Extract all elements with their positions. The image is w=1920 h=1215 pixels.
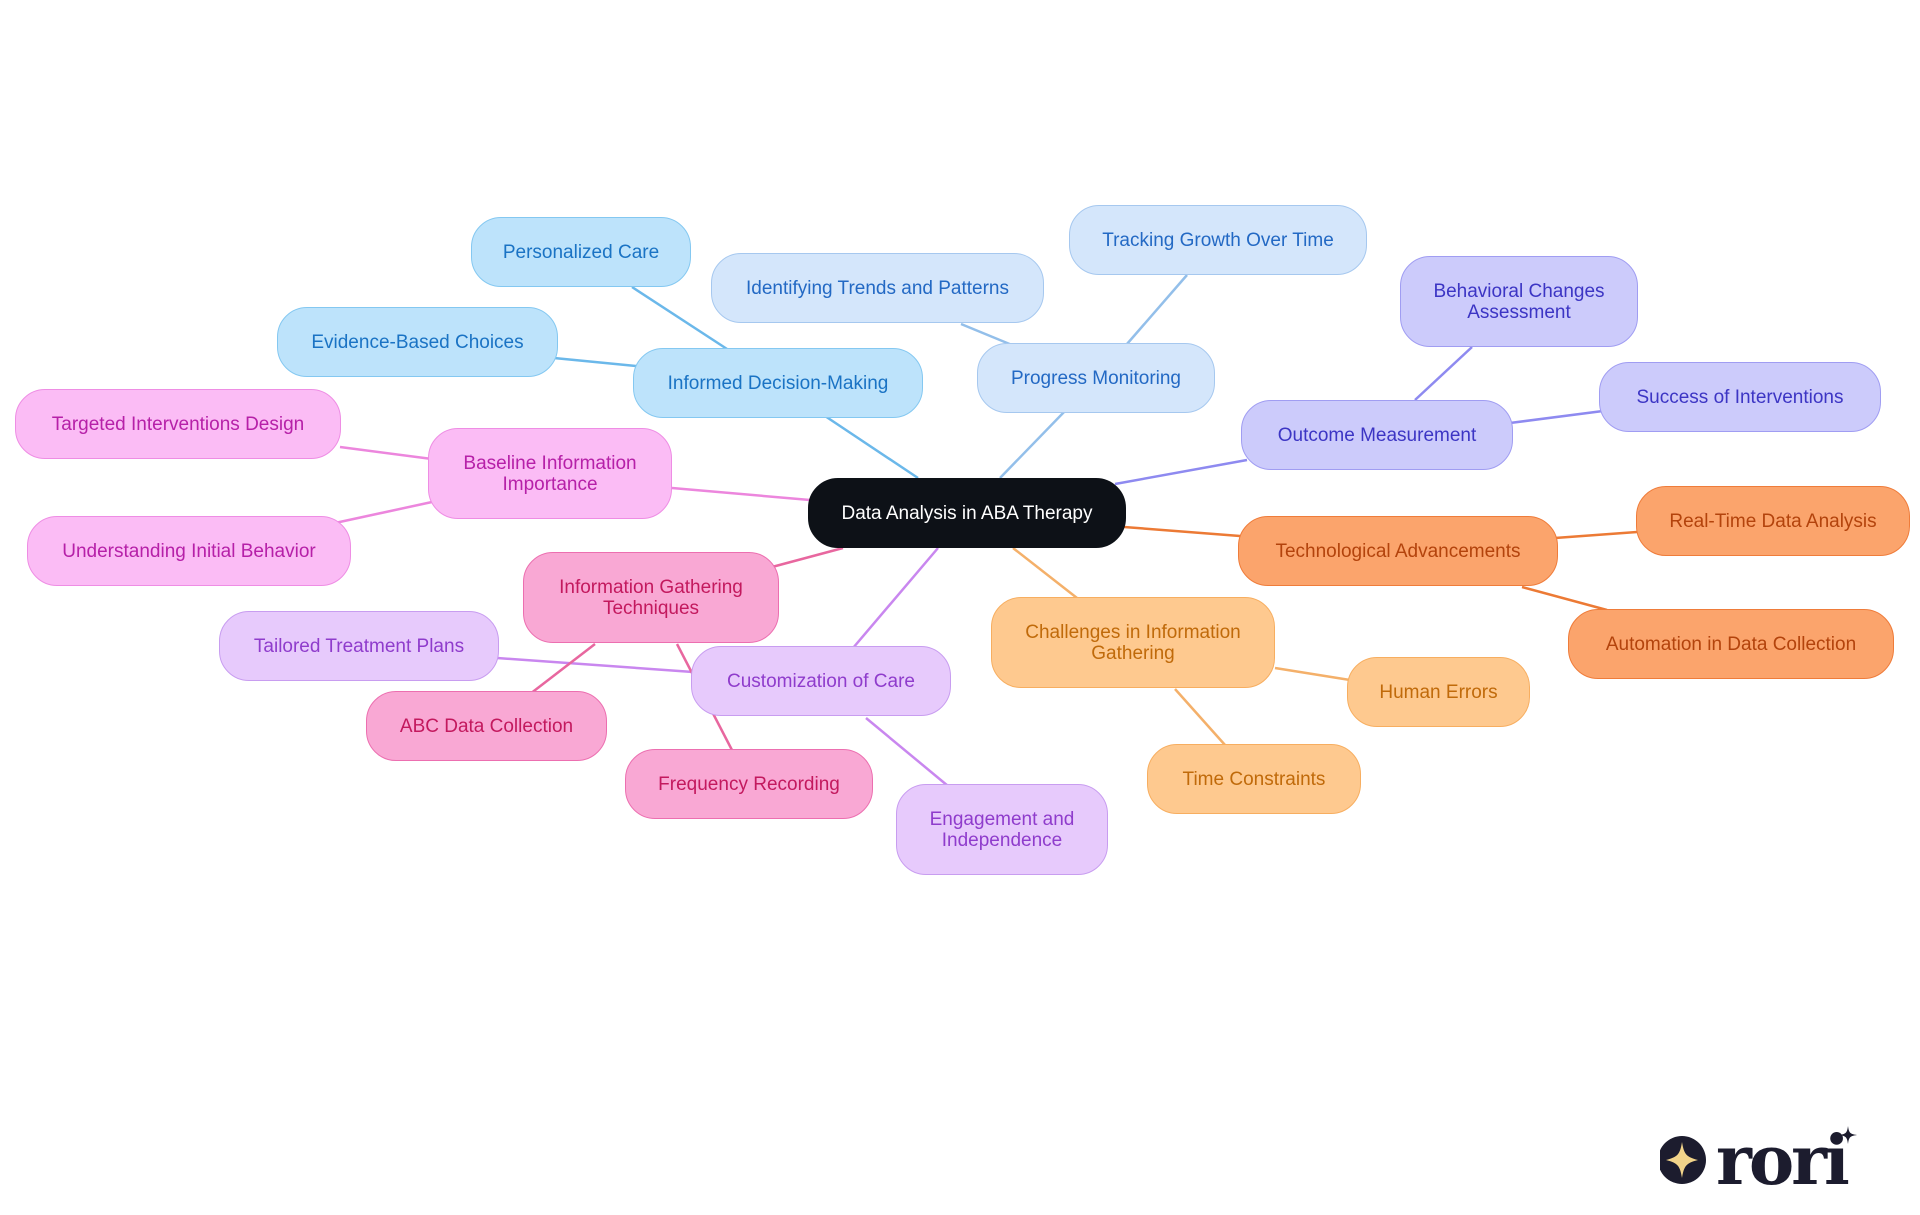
leaf-human-errors: Human Errors — [1347, 657, 1530, 727]
branch-informed-decision-making: Informed Decision-Making — [633, 348, 923, 418]
edge-baseline-targeted — [339, 445, 433, 461]
branch-baseline-information-importance: Baseline Information Importance — [428, 428, 672, 519]
branch-information-gathering-techniques: Information Gathering Techniques — [523, 552, 779, 643]
edge-progress-tracking — [1126, 274, 1188, 345]
edge-root-outcome — [1114, 458, 1248, 486]
edge-outcome-behavioral — [1414, 346, 1473, 401]
rori-logo: rori — [1660, 1124, 1857, 1194]
edge-challenges-human — [1274, 666, 1351, 682]
edge-challenges-time — [1174, 688, 1226, 746]
edge-root-baseline — [671, 486, 811, 502]
edge-root-informed — [824, 414, 919, 480]
logo-star-icon — [1839, 1126, 1857, 1144]
logo-wordmark: rori — [1716, 1124, 1849, 1194]
edge-progress-trends — [960, 322, 1013, 347]
leaf-behavioral-changes: Behavioral Changes Assessment — [1400, 256, 1638, 347]
branch-progress-monitoring: Progress Monitoring — [977, 343, 1215, 413]
leaf-evidence-based-choices: Evidence-Based Choices — [277, 307, 558, 377]
edge-tech-automation — [1521, 585, 1608, 612]
leaf-targeted-interventions-design: Targeted Interventions Design — [15, 389, 341, 459]
edge-techniques-abc — [529, 643, 596, 695]
leaf-real-time-data-analysis: Real-Time Data Analysis — [1636, 486, 1910, 556]
leaf-automation-data-collection: Automation in Data Collection — [1568, 609, 1894, 679]
branch-challenges-information-gathering: Challenges in Information Gathering — [991, 597, 1275, 688]
leaf-personalized-care: Personalized Care — [471, 217, 691, 287]
edge-root-tech — [1123, 525, 1241, 538]
leaf-time-constraints: Time Constraints — [1147, 744, 1361, 814]
edge-informed-personalized — [631, 285, 728, 351]
leaf-identifying-trends: Identifying Trends and Patterns — [711, 253, 1044, 323]
branch-technological-advancements: Technological Advancements — [1238, 516, 1558, 586]
leaf-tracking-growth: Tracking Growth Over Time — [1069, 205, 1367, 275]
edge-root-progress — [999, 410, 1066, 479]
leaf-success-of-interventions: Success of Interventions — [1599, 362, 1881, 432]
leaf-tailored-treatment-plans: Tailored Treatment Plans — [219, 611, 499, 681]
root-node: Data Analysis in ABA Therapy — [808, 478, 1126, 548]
edge-root-challenges — [1012, 547, 1078, 599]
leaf-frequency-recording: Frequency Recording — [625, 749, 873, 819]
leaf-understanding-initial-behavior: Understanding Initial Behavior — [27, 516, 351, 586]
leaf-abc-data-collection: ABC Data Collection — [366, 691, 607, 761]
edge-root-customization — [852, 547, 939, 649]
branch-customization-of-care: Customization of Care — [691, 646, 951, 716]
branch-outcome-measurement: Outcome Measurement — [1241, 400, 1513, 470]
edge-customization-tailored — [496, 656, 694, 674]
leaf-engagement-independence: Engagement and Independence — [896, 784, 1108, 875]
edge-baseline-understanding — [334, 500, 433, 525]
logo-sparkle-icon — [1666, 1142, 1698, 1178]
edge-tech-realtime — [1554, 530, 1638, 540]
edge-informed-evidence — [553, 356, 637, 368]
edge-customization-engagement — [865, 717, 949, 787]
edge-root-techniques — [771, 546, 844, 569]
edge-outcome-success — [1509, 409, 1604, 425]
